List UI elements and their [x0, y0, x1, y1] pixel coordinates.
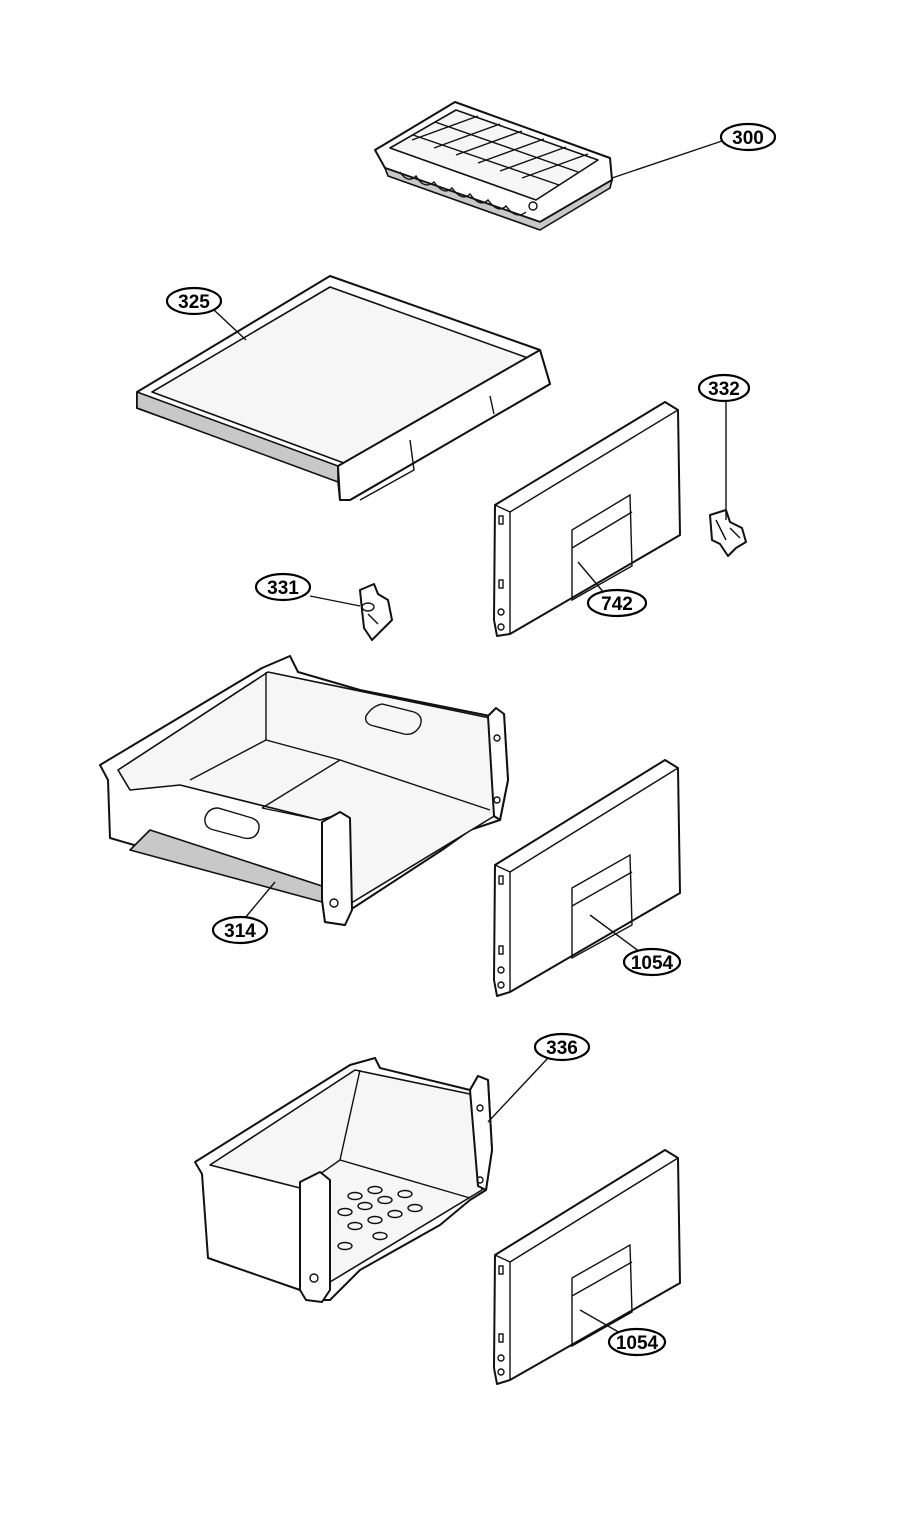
- callout-label: 742: [601, 594, 633, 615]
- callout-332: 332: [697, 373, 751, 403]
- callout-1054-upper: 1054: [622, 947, 682, 977]
- callout-label: 314: [224, 921, 256, 942]
- drawer-314: [99, 655, 509, 926]
- callout-label: 325: [178, 292, 210, 313]
- drawer-vent-holes: [337, 1185, 423, 1251]
- callout-label: 1054: [616, 1333, 659, 1354]
- callout-label: 336: [546, 1038, 578, 1059]
- drawer-front-panel-1054-upper: [493, 759, 681, 997]
- callout-label: 1054: [631, 953, 674, 974]
- drawer-front-panel-742: [493, 401, 681, 637]
- callout-1054-lower: 1054: [607, 1327, 667, 1357]
- callout-300: 300: [719, 122, 777, 152]
- ice-tray: [374, 101, 613, 231]
- callout-314: 314: [211, 915, 269, 945]
- callout-label: 300: [732, 128, 764, 149]
- callout-742: 742: [586, 588, 648, 618]
- callout-label: 331: [267, 578, 299, 599]
- leader-lines: [213, 140, 727, 1335]
- shelf: [136, 275, 551, 501]
- callout-331: 331: [254, 572, 312, 602]
- callout-325: 325: [165, 286, 223, 316]
- drawer-front-panel-1054-lower: [493, 1149, 681, 1385]
- clip-332: [709, 509, 747, 557]
- drawer-336: [194, 1057, 493, 1303]
- clip-331: [359, 583, 393, 641]
- callout-label: 332: [708, 379, 740, 400]
- callout-336: 336: [533, 1032, 591, 1062]
